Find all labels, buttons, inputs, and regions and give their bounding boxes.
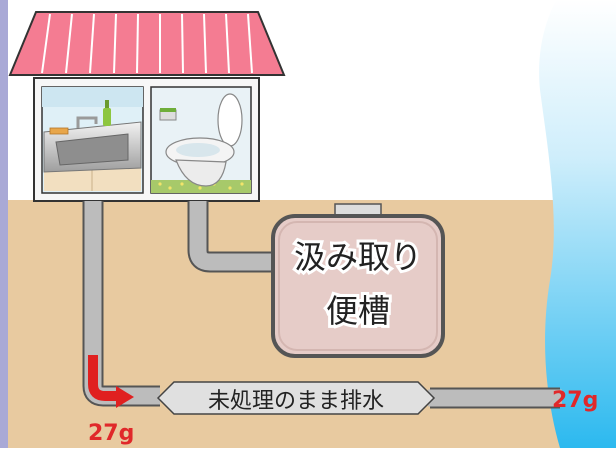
water-body <box>539 0 616 448</box>
roof <box>8 11 286 76</box>
left-stripe <box>0 0 8 448</box>
drain-label-text: 未処理のまま排水 <box>208 389 384 414</box>
load-in-value: 27g <box>88 421 134 446</box>
drain-label: 未処理のまま排水 <box>156 381 436 415</box>
arrow-icon <box>88 355 134 408</box>
tank: 汲み取り 便槽 <box>271 203 445 358</box>
tank-label-line2: 便槽 <box>326 292 390 330</box>
tank-label-line1: 汲み取り <box>294 238 422 276</box>
kitchen-window <box>41 86 144 194</box>
sink-icon <box>43 100 142 191</box>
house <box>8 11 286 202</box>
toilet-window <box>150 86 252 194</box>
toilet-icon <box>159 93 243 187</box>
toilet-pipe <box>187 201 278 273</box>
load-out-value: 27g <box>552 388 598 413</box>
